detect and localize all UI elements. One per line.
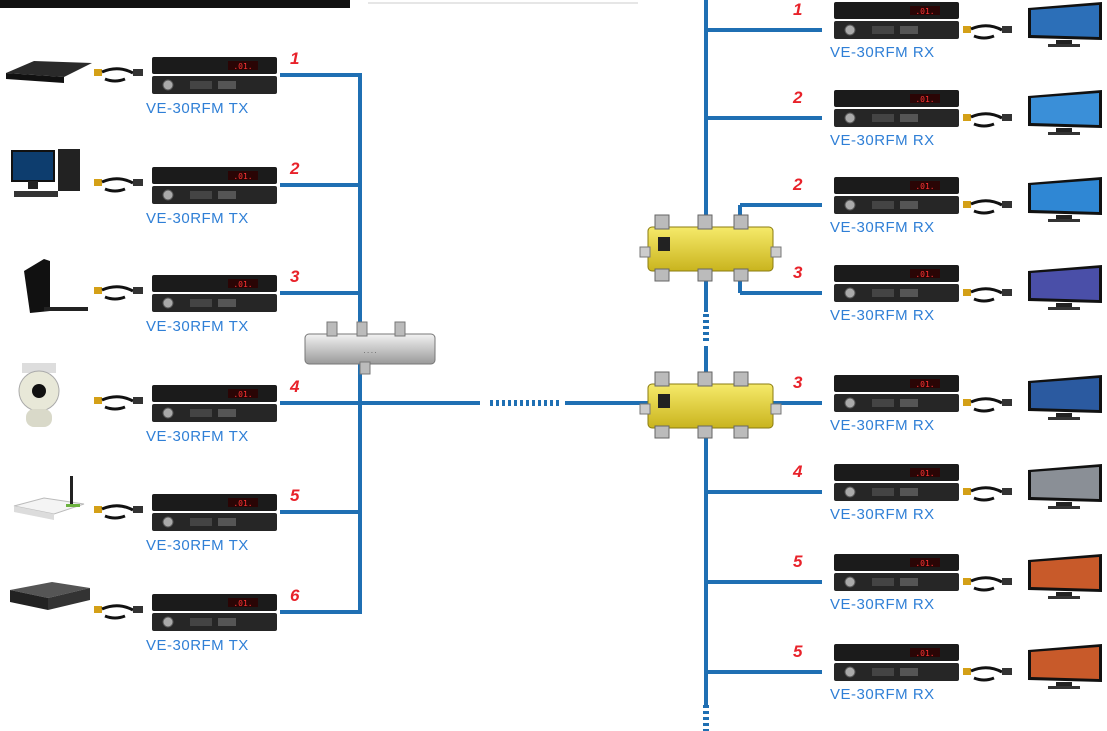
tv-display-icon xyxy=(1028,177,1102,222)
tv-display-icon xyxy=(1028,2,1102,47)
svg-text:.01.: .01. xyxy=(915,95,934,104)
tv-display-icon xyxy=(1028,464,1102,509)
hdmi-cable-icon xyxy=(963,576,1012,592)
svg-text:.01.: .01. xyxy=(915,380,934,389)
hdmi-cable-icon xyxy=(963,287,1012,303)
rx-channel-number: 2 xyxy=(793,175,803,194)
hdmi-cable-icon xyxy=(963,397,1012,413)
game-console-icon xyxy=(24,259,88,313)
rx-unit-label: VE-30RFM RX xyxy=(830,132,935,149)
rx-unit-label: VE-30RFM RX xyxy=(830,506,935,523)
svg-text:. . . .: . . . . xyxy=(363,348,376,355)
tx-unit-label: VE-30RFM TX xyxy=(146,537,249,554)
header-rule xyxy=(368,2,638,4)
encoder-unit: .01. xyxy=(152,57,277,94)
svg-text:.01.: .01. xyxy=(915,7,934,16)
rx-unit-label: VE-30RFM RX xyxy=(830,44,935,61)
svg-text:.01.: .01. xyxy=(915,649,934,658)
hdmi-cable-icon xyxy=(94,67,143,83)
combiner-splitter: . . . . xyxy=(304,321,436,375)
hdmi-cable-icon xyxy=(94,504,143,520)
svg-text:.01.: .01. xyxy=(233,599,252,608)
decoder-unit: .01. xyxy=(834,177,959,214)
svg-text:.01.: .01. xyxy=(915,182,934,191)
decoder-unit: .01. xyxy=(834,2,959,39)
blu-ray-player-icon xyxy=(6,61,92,83)
dvr-box-icon xyxy=(10,582,90,610)
rx-channel-number: 2 xyxy=(793,88,803,107)
rx-unit-label: VE-30RFM RX xyxy=(830,686,935,703)
tx-channel-number: 5 xyxy=(290,486,300,505)
tap-splitter-lower xyxy=(639,371,782,439)
rx-unit-label: VE-30RFM RX xyxy=(830,596,935,613)
tv-display-icon xyxy=(1028,375,1102,420)
rx-wiring xyxy=(704,0,822,705)
svg-text:.01.: .01. xyxy=(915,559,934,568)
hdmi-cable-icon xyxy=(94,604,143,620)
rx-channel-number: 1 xyxy=(793,0,803,19)
tv-display-icon xyxy=(1028,265,1102,310)
hdmi-cable-icon xyxy=(963,24,1012,40)
encoder-unit: .01. xyxy=(152,167,277,204)
desktop-computer-icon xyxy=(11,149,80,197)
svg-text:.01.: .01. xyxy=(233,499,252,508)
rx-channel-number: 3 xyxy=(793,373,803,392)
tx-channel-number: 3 xyxy=(290,267,300,286)
encoder-unit: .01. xyxy=(152,594,277,631)
svg-text:.01.: .01. xyxy=(233,280,252,289)
tv-display-icon xyxy=(1028,554,1102,599)
tx-channel-number: 6 xyxy=(290,586,300,605)
encoder-unit: .01. xyxy=(152,385,277,422)
decoder-unit: .01. xyxy=(834,265,959,302)
hdmi-cable-icon xyxy=(94,285,143,301)
decoder-unit: .01. xyxy=(834,375,959,412)
tx-channel-number: 2 xyxy=(290,159,300,178)
tx-channel-number: 1 xyxy=(290,49,300,68)
tv-display-icon xyxy=(1028,644,1102,689)
svg-text:.01.: .01. xyxy=(915,469,934,478)
decoder-unit: .01. xyxy=(834,644,959,681)
rx-channel-number: 5 xyxy=(793,642,803,661)
hdmi-cable-icon xyxy=(94,177,143,193)
tv-display-icon xyxy=(1028,90,1102,135)
tx-unit-label: VE-30RFM TX xyxy=(146,637,249,654)
tx-unit-label: VE-30RFM TX xyxy=(146,100,249,117)
rx-unit-label: VE-30RFM RX xyxy=(830,417,935,434)
tx-unit-label: VE-30RFM TX xyxy=(146,210,249,227)
hdmi-cable-icon xyxy=(94,395,143,411)
decoder-unit: .01. xyxy=(834,90,959,127)
rx-channel-number: 3 xyxy=(793,263,803,282)
hdmi-cable-icon xyxy=(963,486,1012,502)
svg-text:.01.: .01. xyxy=(233,390,252,399)
header-bar xyxy=(0,0,350,8)
tx-unit-label: VE-30RFM TX xyxy=(146,318,249,335)
rx-channel-number: 5 xyxy=(793,552,803,571)
wifi-router-icon xyxy=(13,476,85,520)
security-camera-icon xyxy=(18,363,60,427)
rx-unit-label: VE-30RFM RX xyxy=(830,219,935,236)
hdmi-cable-icon xyxy=(963,666,1012,682)
encoder-unit: .01. xyxy=(152,275,277,312)
rx-channel-number: 4 xyxy=(793,462,803,481)
svg-text:.01.: .01. xyxy=(915,270,934,279)
decoder-unit: .01. xyxy=(834,464,959,501)
hdmi-cable-icon xyxy=(963,199,1012,215)
tx-unit-label: VE-30RFM TX xyxy=(146,428,249,445)
decoder-unit: .01. xyxy=(834,554,959,591)
tx-channel-number: 4 xyxy=(290,377,300,396)
encoder-unit: .01. xyxy=(152,494,277,531)
hdmi-cable-icon xyxy=(963,112,1012,128)
tap-splitter-upper xyxy=(639,214,782,282)
svg-text:.01.: .01. xyxy=(233,62,252,71)
svg-text:.01.: .01. xyxy=(233,172,252,181)
rx-unit-label: VE-30RFM RX xyxy=(830,307,935,324)
